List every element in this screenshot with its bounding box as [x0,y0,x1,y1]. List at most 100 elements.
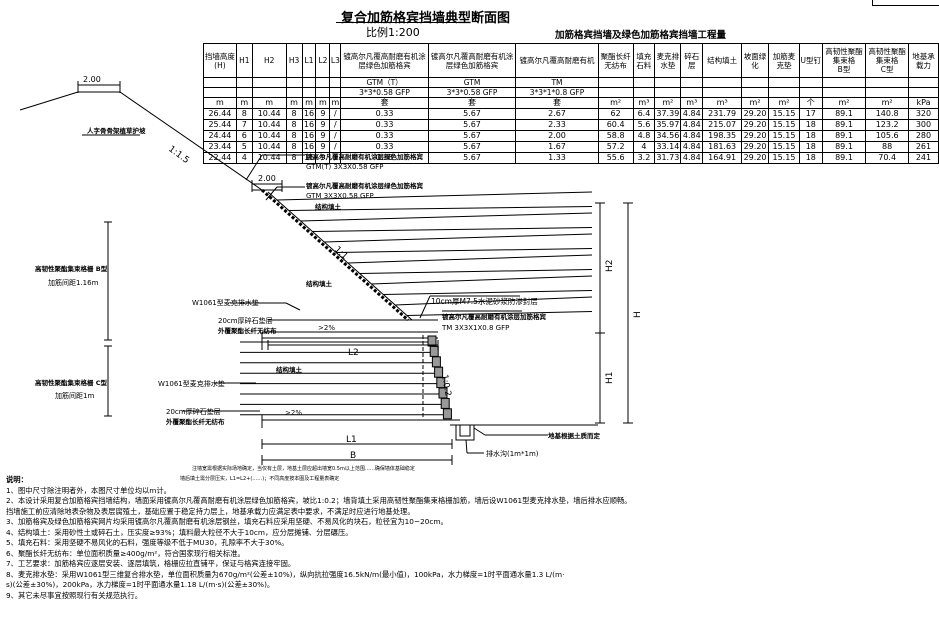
table-cell: 5 [235,141,253,153]
ground-line-left [19,91,79,111]
gabion-unit [440,397,450,409]
geogrid-line [371,275,593,285]
geotextile-label-1: 外覆聚酯长纤无纺布 [218,326,277,335]
table-cell: 5.67 [427,152,517,164]
geogrid-line [406,311,593,316]
slope-ratio-top: 1:1.5 [166,144,191,166]
gabion-unit [429,345,439,357]
note-8b: s)(公差±30%)，200kPa，水力梯度=1时平面通水量1.18 L/(m·… [6,580,275,589]
mortar-label: 10cm厚M7.5水泥砂浆防渗封层 [431,296,538,306]
drain-ditch [455,425,475,441]
gtmt-spec: GTM(T) 3X3X0.58 GFP [306,163,383,171]
geogrid-line [324,233,593,243]
th-fill: 结构填土 [702,43,743,78]
scale-label: 比例1:200 [366,26,420,39]
ditch-label: 排水沟(1m*1m) [486,449,539,458]
gabion-stack [427,335,452,420]
table-cell: 18 [798,152,823,164]
th-greening: 坡面绿化 [741,43,770,78]
gravel-label-1: 20cm厚碎石垫层 [218,316,273,325]
note-5: 5、填充石料：采用坚硬不易风化的石料，强度等级不低于MU30，孔隙率不大于30%… [6,538,289,547]
upper-slope-line [119,91,263,191]
table-cell: 29.20 [741,152,770,164]
table-cell: 3.2 [632,152,656,164]
upper-geogrids [276,191,593,316]
geogrid-line [359,269,593,274]
th-stone: 填充石料 [632,43,656,78]
th-gravel: 碎石层 [680,43,704,78]
gtm-facing [261,188,409,322]
dim-mid-text: 2.00 [258,174,276,183]
table-cell: 15.15 [768,152,800,164]
table-cell: 4 [235,152,253,164]
soil-label-3: 结构填土 [276,365,303,374]
th-gtm: 镀高尔凡覆高耐磨有机涂层绿色加筋格宾 [427,43,517,78]
pct-label-1: >2% [318,324,335,332]
dim-l2-text: L2 [348,348,359,358]
geogrid-line [395,296,593,306]
gabion-unit [431,356,441,368]
geogrid-line [336,248,593,253]
geotextile-label-2: 外覆聚酯长纤无纺布 [166,417,225,426]
drain-mat-label-1: W1061型麦克排水垫 [192,298,259,307]
notes-header: 说明： [6,475,28,484]
note-2: 2、本设计采用复合加筋格宾挡墙结构，墙面采用镀高尔凡覆高耐磨有机涂层绿色加筋格宾… [6,496,632,505]
note-7: 7、工艺要求：加筋格宾应逐层安装、逐层填筑，格栅应拉直铺平，保证与格宾连接牢固。 [6,559,296,568]
th-bearing: 地基承载力 [907,43,939,78]
table-cell: 320 [907,108,939,120]
geogrid-line [288,206,593,211]
note-6: 6、聚酯长纤无纺布：单位面积质量≥400g/m²，符合国家现行相关标准。 [6,548,245,558]
dim-b-text: B [350,451,356,461]
th-tm: 镀高尔凡覆高耐磨有机 [515,43,599,78]
note-1: 1、图中尺寸除注明者外，本图尺寸单位均以m计。 [6,485,171,495]
geogrid-line [312,227,593,232]
lower-geogrids [240,341,444,416]
note-2b: 挡墙施工前应清除地表杂物及表层腐殖土，基础应置于稳定持力层上，地基承载力应满足表… [6,506,415,516]
table-cell: 7 [235,119,253,131]
table-cell: 4.84 [680,152,704,164]
note-9: 9、其它未尽事宜按照现行有关规范执行。 [6,590,142,600]
soil-label-1: 结构填土 [315,202,342,211]
soil-label-2: 结构填土 [306,279,333,288]
grid-c-spacing: 加筋间距1m [55,391,94,400]
dim-top-text: 2.00 [83,75,101,84]
table-cell: 33.14 [654,141,682,153]
gabion-unit [442,408,452,420]
tm-spec: TM 3X3X1X0.8 GFP [441,324,509,332]
th-h1: H1 [235,43,253,78]
table-cell: 16 [301,141,317,153]
table-title: 加筋格宾挡墙及绿色加筋格宾挡墙工程量 [555,30,727,41]
th-drain-mat: 麦克排水垫 [654,43,682,78]
geogrid-line [383,290,593,295]
notes-section: 说明： 1、图中尺寸除注明者外，本图尺寸单位均以m计。 2、本设计采用复合加筋格… [6,475,931,601]
title-block-corner [872,0,939,6]
gtm-spec: GTM 3X3X0.58 GFP [306,192,374,200]
diagram-foot-2: 墙后填土需分层压实，L1=L2+(……)；不同高度按本图及工程量表确定 [180,476,340,482]
geogrid-line [347,254,593,264]
cross-section-diagram: 2.00 1:1.5 人字骨骨架植草护坡 2.00 镀高尔凡覆高耐磨有机涂层绿色… [19,75,643,472]
drain-mat-label-2: W1061型麦克排水垫 [158,379,225,388]
note-3: 3、加筋格宾及绿色加筋格宾网片均采用镀高尔凡覆高耐磨有机涂层钢丝，填充石料应采用… [6,517,448,526]
walk-label: 人字骨骨架植草护坡 [87,126,146,135]
gravel-label-2: 20cm厚碎石垫层 [166,407,221,416]
table-cell: 1.33 [515,152,599,164]
dim-h2-text: H2 [605,260,615,273]
quantity-table: 挡墙高度(H) H1 H2 H3 L1 L2 L3 镀高尔凡覆高耐磨有机涂层绿色… [203,43,939,164]
geogrid-line [300,212,593,222]
dim-h1-text: H1 [605,372,615,385]
diagram-foot-1: 注墙宽需根据实际场地确定，当仅有土层，地基土层应超出墙宽0.5m以上范围……确保… [192,465,415,472]
table-cell: 4.84 [680,130,704,142]
geogrid-line [276,191,593,201]
grid-b-spacing: 加筋间距1.16m [48,278,99,287]
title-underline [336,22,468,23]
table-cell: 16 [301,152,317,164]
slope-ratio-mid: 1:1 [332,245,349,262]
gtm-label: 镀高尔凡覆高耐磨有机涂层绿色加筋格宾 [306,181,424,190]
table-cell: 31.73 [654,152,682,164]
dim-l1-text: L1 [346,435,357,445]
pct-label-2: >2% [285,409,302,417]
